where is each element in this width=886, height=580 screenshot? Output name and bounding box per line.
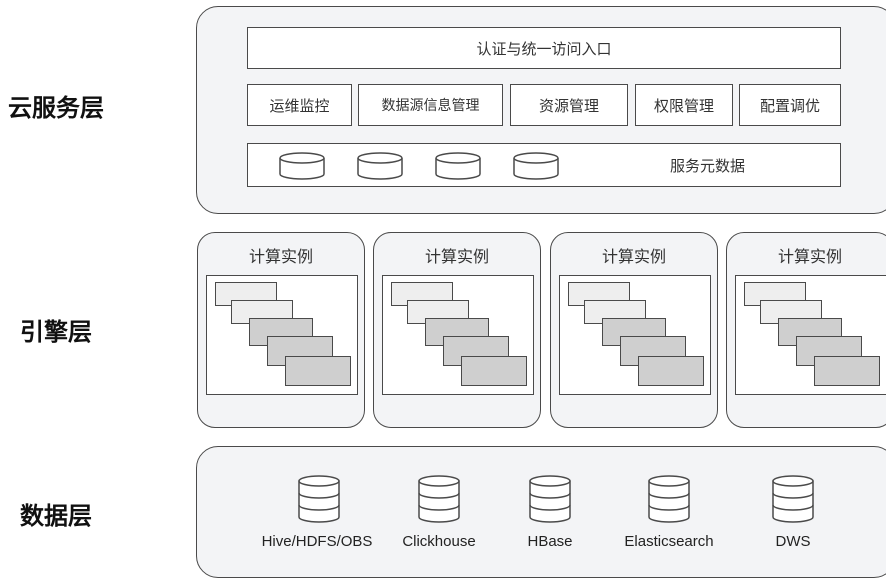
module-ops-monitor: 运维监控 <box>247 84 352 126</box>
service-metadata-box: 服务元数据 <box>247 143 841 187</box>
module-permission-mgmt: 权限管理 <box>635 84 733 126</box>
database-stack-icon <box>298 475 340 523</box>
module-config-tuning: 配置调优 <box>739 84 841 126</box>
cloud-service-panel: 认证与统一访问入口 运维监控 数据源信息管理 资源管理 权限管理 配置调优 服务… <box>196 6 886 214</box>
compute-instance-title: 计算实例 <box>777 247 842 266</box>
data-layer-panel: Hive/HDFS/OBS Clickhouse HBase Elasticse… <box>196 446 886 578</box>
module-label: 配置调优 <box>759 96 820 115</box>
instance-task-stack <box>735 275 886 395</box>
instance-task-stack <box>206 275 358 395</box>
module-label: 权限管理 <box>653 96 714 115</box>
layer-label-data: 数据层 <box>20 502 92 530</box>
database-icon <box>435 152 481 180</box>
compute-instance-title: 计算实例 <box>424 247 489 266</box>
module-resource-mgmt: 资源管理 <box>510 84 628 126</box>
database-icon <box>513 152 559 180</box>
service-metadata-label: 服务元数据 <box>670 157 746 175</box>
module-label: 数据源信息管理 <box>381 98 480 114</box>
database-stack-icon <box>418 475 460 523</box>
module-label: 资源管理 <box>538 96 599 115</box>
layer-label-cloud: 云服务层 <box>8 94 104 122</box>
module-label: 运维监控 <box>269 96 330 115</box>
module-datasource-mgmt: 数据源信息管理 <box>358 84 503 126</box>
compute-instance-2: 计算实例 <box>373 232 541 428</box>
compute-instance-title: 计算实例 <box>601 247 666 266</box>
auth-entry-box: 认证与统一访问入口 <box>247 27 841 69</box>
task-card <box>285 356 351 386</box>
instance-task-stack <box>382 275 534 395</box>
database-stack-icon <box>772 475 814 523</box>
task-card <box>461 356 527 386</box>
layer-label-engine: 引擎层 <box>20 318 92 346</box>
compute-instance-3: 计算实例 <box>550 232 718 428</box>
data-source-label: Hive/HDFS/OBS <box>261 533 373 550</box>
data-source-label: Elasticsearch <box>624 533 714 550</box>
task-card <box>814 356 880 386</box>
data-source-label: Clickhouse <box>402 533 476 550</box>
auth-entry-label: 认证与统一访问入口 <box>476 39 612 58</box>
data-source-label: DWS <box>775 533 811 550</box>
task-card <box>638 356 704 386</box>
compute-instance-4: 计算实例 <box>726 232 886 428</box>
database-icon <box>279 152 325 180</box>
database-stack-icon <box>529 475 571 523</box>
compute-instance-1: 计算实例 <box>197 232 365 428</box>
database-stack-icon <box>648 475 690 523</box>
data-source-label: HBase <box>527 533 573 550</box>
instance-task-stack <box>559 275 711 395</box>
compute-instance-title: 计算实例 <box>248 247 313 266</box>
database-icon <box>357 152 403 180</box>
